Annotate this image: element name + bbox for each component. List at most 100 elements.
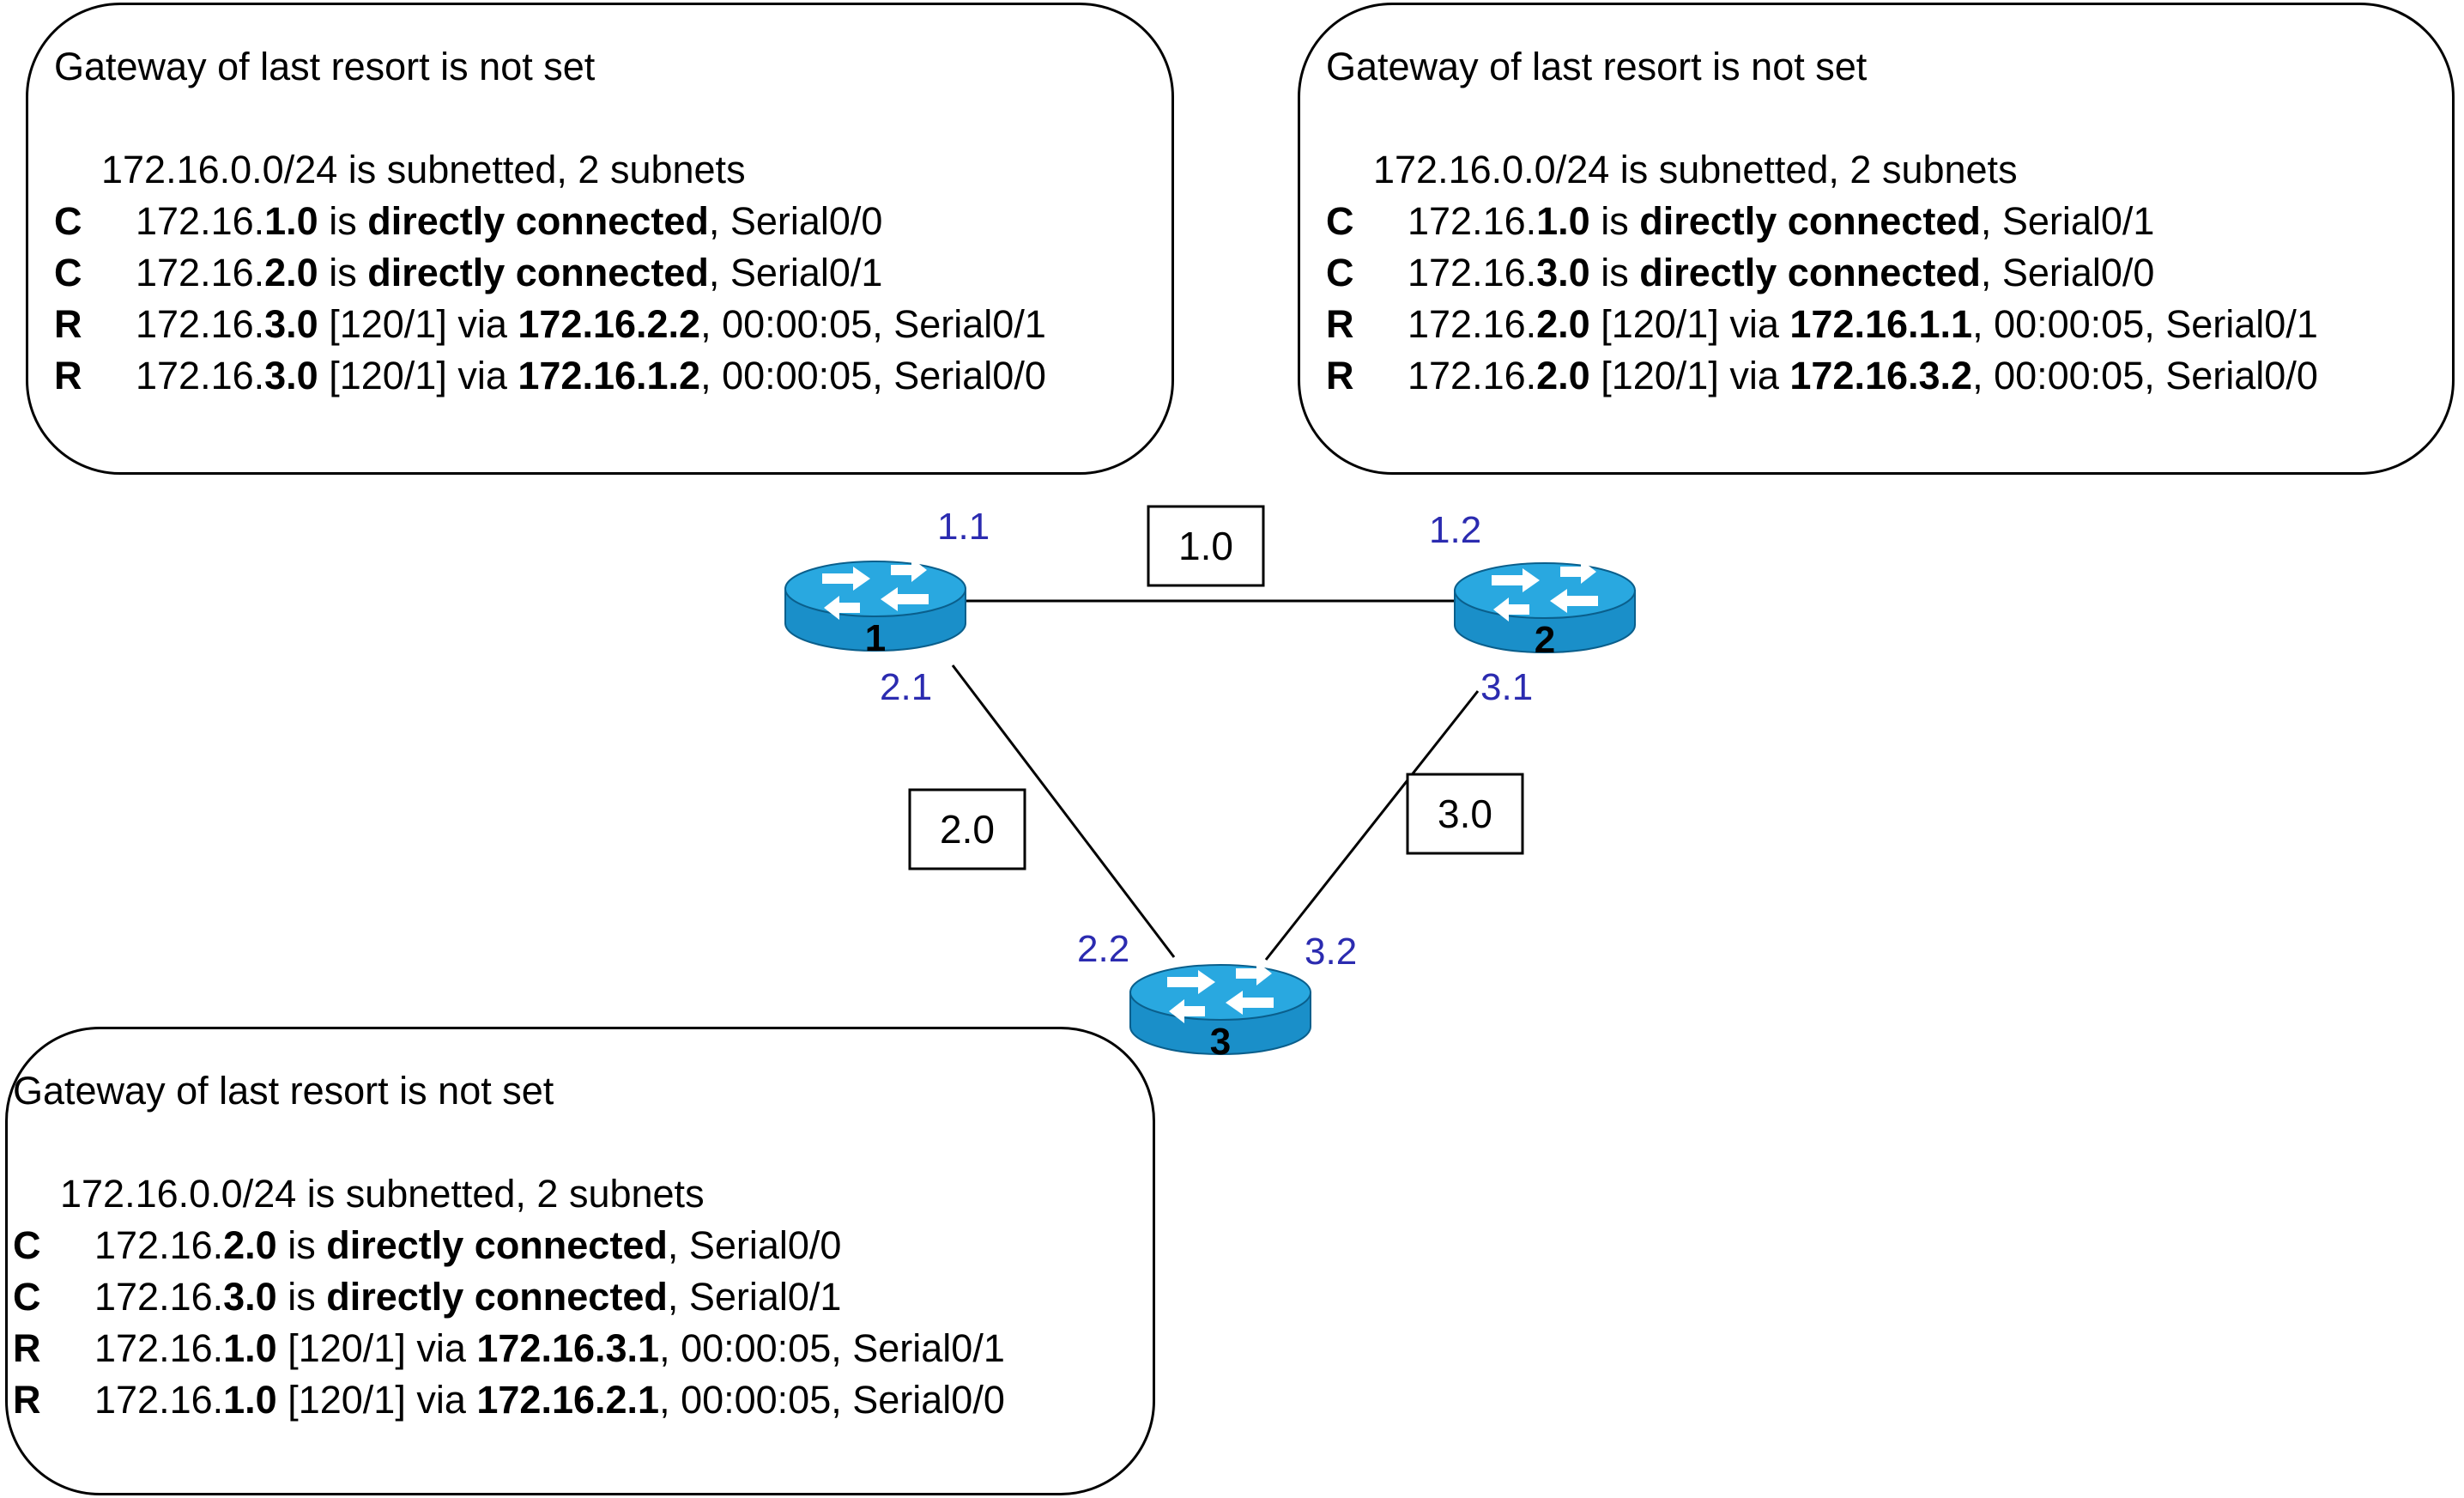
route-text-part: [120/1] via: [276, 1326, 477, 1370]
route-text-part: [120/1] via: [318, 354, 518, 397]
route-text: 172.16.2.0 [120/1] via 172.16.1.1, 00:00…: [1408, 299, 2318, 350]
route-text-part: 3.0: [264, 354, 318, 397]
route-text-part: 2.0: [264, 251, 318, 294]
route-text-part: directly connected: [367, 199, 709, 243]
route-text-part: 172.16.3.1: [476, 1326, 660, 1370]
route-text: 172.16.3.0 [120/1] via 172.16.2.2, 00:00…: [136, 299, 1046, 350]
route-entry: C 172.16.2.0 is directly connected, Seria…: [54, 247, 1170, 299]
route-code: C: [1326, 251, 1354, 294]
link-label-box: 3.0: [1406, 773, 1524, 855]
route-text-part: , Serial0/0: [667, 1223, 842, 1267]
route-text-part: directly connected: [326, 1275, 668, 1319]
link-label: 3.0: [1438, 791, 1492, 836]
route-text-part: 172.16.2.1: [476, 1378, 660, 1422]
link-label: 2.0: [940, 807, 995, 852]
subnet-summary: 172.16.0.0/24 is subnetted, 2 subnets: [101, 148, 746, 191]
route-text-part: 2.0: [1536, 302, 1590, 346]
route-text-part: , 00:00:05, Serial0/0: [659, 1378, 1005, 1422]
route-text-part: directly connected: [1639, 251, 1981, 294]
router-1[interactable]: 1: [784, 557, 966, 659]
route-text: 172.16.3.0 [120/1] via 172.16.1.2, 00:00…: [136, 350, 1046, 402]
route-code: C: [54, 199, 82, 243]
route-entry: R 172.16.3.0 [120/1] via 172.16.2.2, 00:0…: [54, 299, 1170, 350]
route-text-part: is: [276, 1223, 327, 1267]
route-code: R: [54, 302, 82, 346]
route-text-part: is: [318, 251, 368, 294]
interface-label: 2.1: [880, 666, 932, 708]
route-text-part: 172.16.: [1408, 199, 1537, 243]
route-text-part: [120/1] via: [1589, 354, 1790, 397]
route-text-part: , Serial0/0: [708, 199, 883, 243]
gateway-line: Gateway of last resort is not set: [54, 45, 596, 88]
link-label-box: 1.0: [1147, 505, 1265, 587]
route-text-part: 3.0: [1536, 251, 1590, 294]
route-code: R: [13, 1378, 41, 1422]
route-text: 172.16.1.0 is directly connected, Serial…: [136, 196, 882, 247]
route-text-part: 172.16.: [1408, 302, 1537, 346]
interface-label: 2.2: [1077, 928, 1129, 970]
gateway-line: Gateway of last resort is not set: [13, 1069, 554, 1113]
route-text: 172.16.3.0 is directly connected, Serial…: [94, 1271, 841, 1323]
route-text-part: 172.16.: [136, 251, 265, 294]
route-text-part: 1.0: [223, 1378, 277, 1422]
route-entry: R 172.16.2.0 [120/1] via 172.16.3.2, 00:0…: [1326, 350, 2442, 402]
route-code: R: [1326, 302, 1354, 346]
route-text-part: 172.16.1.1: [1789, 302, 1973, 346]
route-text-part: 1.0: [1536, 199, 1590, 243]
route-code: R: [54, 354, 82, 397]
route-code: C: [13, 1275, 41, 1319]
route-text-part: 172.16.: [1408, 251, 1537, 294]
router-2[interactable]: 2: [1454, 559, 1636, 661]
route-text-part: , 00:00:05, Serial0/0: [700, 354, 1046, 397]
route-text-part: 3.0: [223, 1275, 277, 1319]
route-text-part: 2.0: [1536, 354, 1590, 397]
route-text: 172.16.1.0 [120/1] via 172.16.2.1, 00:00…: [94, 1374, 1005, 1426]
route-text-part: 172.16.: [94, 1378, 224, 1422]
route-text-part: 2.0: [223, 1223, 277, 1267]
route-text-part: 172.16.: [1408, 354, 1537, 397]
route-text-part: is: [1589, 251, 1640, 294]
route-text-part: 1.0: [264, 199, 318, 243]
route-text-part: , 00:00:05, Serial0/0: [1972, 354, 2318, 397]
router-label: 2: [1535, 619, 1555, 661]
route-text-part: 172.16.: [94, 1223, 224, 1267]
route-text-part: 1.0: [223, 1326, 277, 1370]
route-text-part: 172.16.: [136, 302, 265, 346]
route-text-part: , 00:00:05, Serial0/1: [700, 302, 1046, 346]
interface-label: 1.1: [937, 506, 990, 548]
route-text: 172.16.2.0 [120/1] via 172.16.3.2, 00:00…: [1408, 350, 2318, 402]
route-text-part: , 00:00:05, Serial0/1: [659, 1326, 1005, 1370]
route-text-part: 172.16.1.2: [518, 354, 701, 397]
route-text-part: 172.16.: [94, 1275, 224, 1319]
route-text-part: 172.16.: [94, 1326, 224, 1370]
route-entry: C 172.16.1.0 is directly connected, Seria…: [54, 196, 1170, 247]
route-text-part: , Serial0/0: [1980, 251, 2155, 294]
route-text: 172.16.2.0 is directly connected, Serial…: [94, 1220, 841, 1271]
route-text-part: is: [318, 199, 368, 243]
link-2-3: [1264, 690, 1480, 961]
route-text-part: [120/1] via: [276, 1378, 477, 1422]
route-text-part: directly connected: [367, 251, 709, 294]
link-label: 1.0: [1178, 524, 1233, 568]
link-1-3: [951, 664, 1176, 958]
interface-label: 3.2: [1305, 931, 1357, 973]
route-text-part: directly connected: [326, 1223, 668, 1267]
route-text-part: 172.16.2.2: [518, 302, 701, 346]
route-text: 172.16.2.0 is directly connected, Serial…: [136, 247, 882, 299]
routing-table-router-3: Gateway of last resort is not set 172.16.…: [5, 1027, 1155, 1495]
subnet-summary: 172.16.0.0/24 is subnetted, 2 subnets: [60, 1172, 705, 1216]
route-code: C: [54, 251, 82, 294]
route-text-part: 172.16.: [136, 354, 265, 397]
route-text-part: 172.16.3.2: [1789, 354, 1973, 397]
interface-label: 1.2: [1429, 509, 1481, 551]
route-code: R: [1326, 354, 1354, 397]
router-label: 3: [1210, 1021, 1231, 1063]
route-text-part: [120/1] via: [318, 302, 518, 346]
router-3[interactable]: 3: [1129, 961, 1311, 1063]
route-text: 172.16.3.0 is directly connected, Serial…: [1408, 247, 2154, 299]
router-label: 1: [865, 617, 886, 659]
route-entry: R 172.16.1.0 [120/1] via 172.16.2.1, 00:0…: [13, 1374, 1129, 1426]
